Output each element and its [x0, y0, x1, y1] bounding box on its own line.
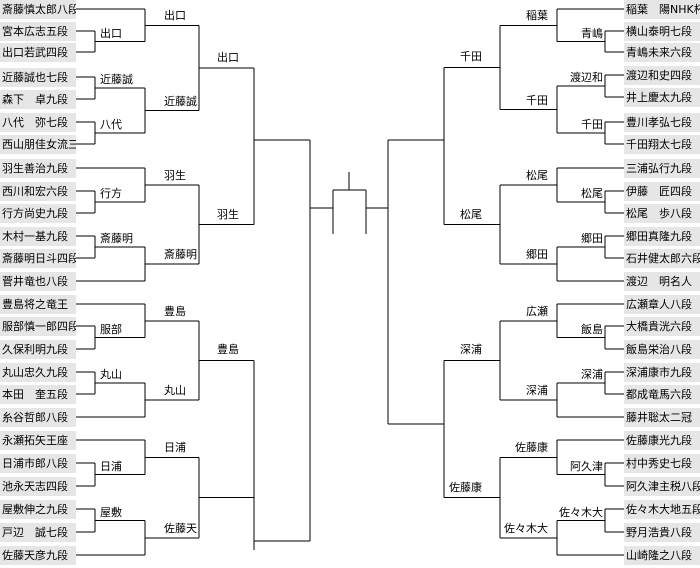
winner-label: 佐藤天 [164, 521, 197, 535]
player-name: 野月浩貴八段 [624, 523, 700, 542]
player-name: 出口若武四段 [0, 43, 76, 62]
player-name: 佐藤天彦九段 [0, 546, 76, 565]
player-name: 近藤誠也七段 [0, 68, 76, 87]
winner-label: 佐々木大 [559, 505, 603, 519]
winner-label: 羽生 [217, 207, 239, 221]
player-name: 豊川孝弘七段 [624, 113, 700, 132]
winner-label: 出口 [164, 9, 186, 23]
player-name: 糸谷哲郎八段 [0, 408, 76, 427]
player-name: 斎藤慎太郎八段 [0, 0, 76, 19]
player-name: 本田 奎五段 [0, 385, 76, 404]
player-name: 広瀬章人八段 [624, 295, 700, 314]
player-name: 渡辺和史四段 [624, 66, 700, 85]
player-name: 久保利明九段 [0, 340, 76, 359]
player-name: 森下 卓九段 [0, 90, 76, 109]
winner-label: 行方 [100, 187, 122, 200]
winner-label: 羽生 [164, 169, 186, 182]
player-name: 佐々木大地五段 [624, 500, 700, 519]
winner-label: 斎藤明 [164, 248, 197, 261]
player-name: 服部慎一郎四段 [0, 317, 76, 336]
winner-label: 松尾 [460, 207, 482, 221]
player-name: 深浦康市九段 [624, 363, 700, 382]
player-name: 豊島将之竜王 [0, 295, 76, 314]
player-name: 千田翔太七段 [624, 135, 700, 154]
player-name: 稲葉 陽NHK杯 [624, 0, 700, 19]
player-name: 西山朋佳女流三冠 [0, 135, 76, 154]
winner-label: 八代 [100, 118, 122, 131]
winner-label: 斎藤明 [100, 232, 133, 245]
player-name: 石井健太郎六段 [624, 249, 700, 268]
winner-label: 日浦 [164, 441, 186, 455]
winner-label: 出口 [100, 26, 122, 40]
winner-label: 佐々木大 [504, 521, 548, 535]
player-name: 木村一基九段 [0, 227, 76, 246]
winner-label: 屋敷 [100, 505, 122, 519]
winner-label: 豊島 [217, 343, 239, 357]
player-name: 郷田真隆九段 [624, 227, 700, 246]
winner-label: 渡辺和 [570, 71, 603, 84]
winner-label: 郷田 [581, 232, 603, 245]
winner-label: 服部 [100, 322, 122, 336]
player-name: 池永天志四段 [0, 477, 76, 496]
player-name: 井上慶太九段 [624, 88, 700, 107]
player-name: 阿久津主税八段 [624, 477, 700, 496]
winner-label: 深浦 [581, 368, 603, 381]
player-name: 宮本広志五段 [0, 22, 76, 41]
player-name: 菅井竜也八段 [0, 272, 76, 291]
player-name: 横山泰明七段 [624, 22, 700, 41]
winner-label: 豊島 [164, 304, 186, 318]
player-name: 日浦市郎八段 [0, 454, 76, 473]
player-name: 永瀬拓矢王座 [0, 431, 76, 450]
winner-label: 飯島 [581, 322, 603, 336]
winner-label: 丸山 [100, 368, 122, 381]
player-name: 藤井聡太二冠 [624, 408, 700, 427]
player-name: 戸辺 誠七段 [0, 523, 76, 542]
winner-label: 出口 [217, 50, 239, 64]
winner-label: 深浦 [526, 384, 548, 397]
winner-label: 佐藤康 [449, 480, 482, 494]
winner-label: 阿久津 [570, 459, 603, 473]
player-name: 西川和宏六段 [0, 182, 76, 201]
winner-label: 郷田 [526, 248, 548, 261]
winner-label: 丸山 [164, 384, 186, 397]
player-name: 八代 弥七段 [0, 113, 76, 132]
winner-label: 青嶋 [581, 26, 603, 40]
winner-label: 深浦 [460, 343, 482, 357]
winner-label: 千田 [526, 93, 548, 107]
winner-label: 広瀬 [526, 304, 548, 318]
player-name: 大橋貴洸六段 [624, 317, 700, 336]
player-name: 屋敷伸之九段 [0, 500, 76, 519]
winner-label: 松尾 [581, 187, 603, 200]
player-name: 三浦弘行九段 [624, 159, 700, 178]
player-name: 丸山忠久九段 [0, 363, 76, 382]
player-name: 斎藤明日斗四段 [0, 249, 76, 268]
player-name: 都成竜馬六段 [624, 385, 700, 404]
player-name: 羽生善治九段 [0, 159, 76, 178]
player-name: 青嶋未来六段 [624, 43, 700, 62]
winner-label: 松尾 [526, 169, 548, 182]
player-name: 佐藤康光九段 [624, 431, 700, 450]
winner-label: 近藤誠 [100, 73, 133, 86]
winner-label: 千田 [581, 118, 603, 131]
player-name: 村中秀史七段 [624, 454, 700, 473]
winner-label: 千田 [460, 50, 482, 64]
player-name: 渡辺 明名人 [624, 272, 700, 291]
player-name: 行方尚史九段 [0, 204, 76, 223]
winner-label: 佐藤康 [515, 441, 548, 455]
winner-label: 日浦 [100, 459, 122, 473]
player-name: 伊藤 匠四段 [624, 182, 700, 201]
player-name: 松尾 歩八段 [624, 204, 700, 223]
player-name: 飯島栄治八段 [624, 340, 700, 359]
player-name: 山崎隆之八段 [624, 546, 700, 565]
winner-label: 稲葉 [526, 9, 548, 23]
winner-label: 近藤誠 [164, 94, 197, 108]
